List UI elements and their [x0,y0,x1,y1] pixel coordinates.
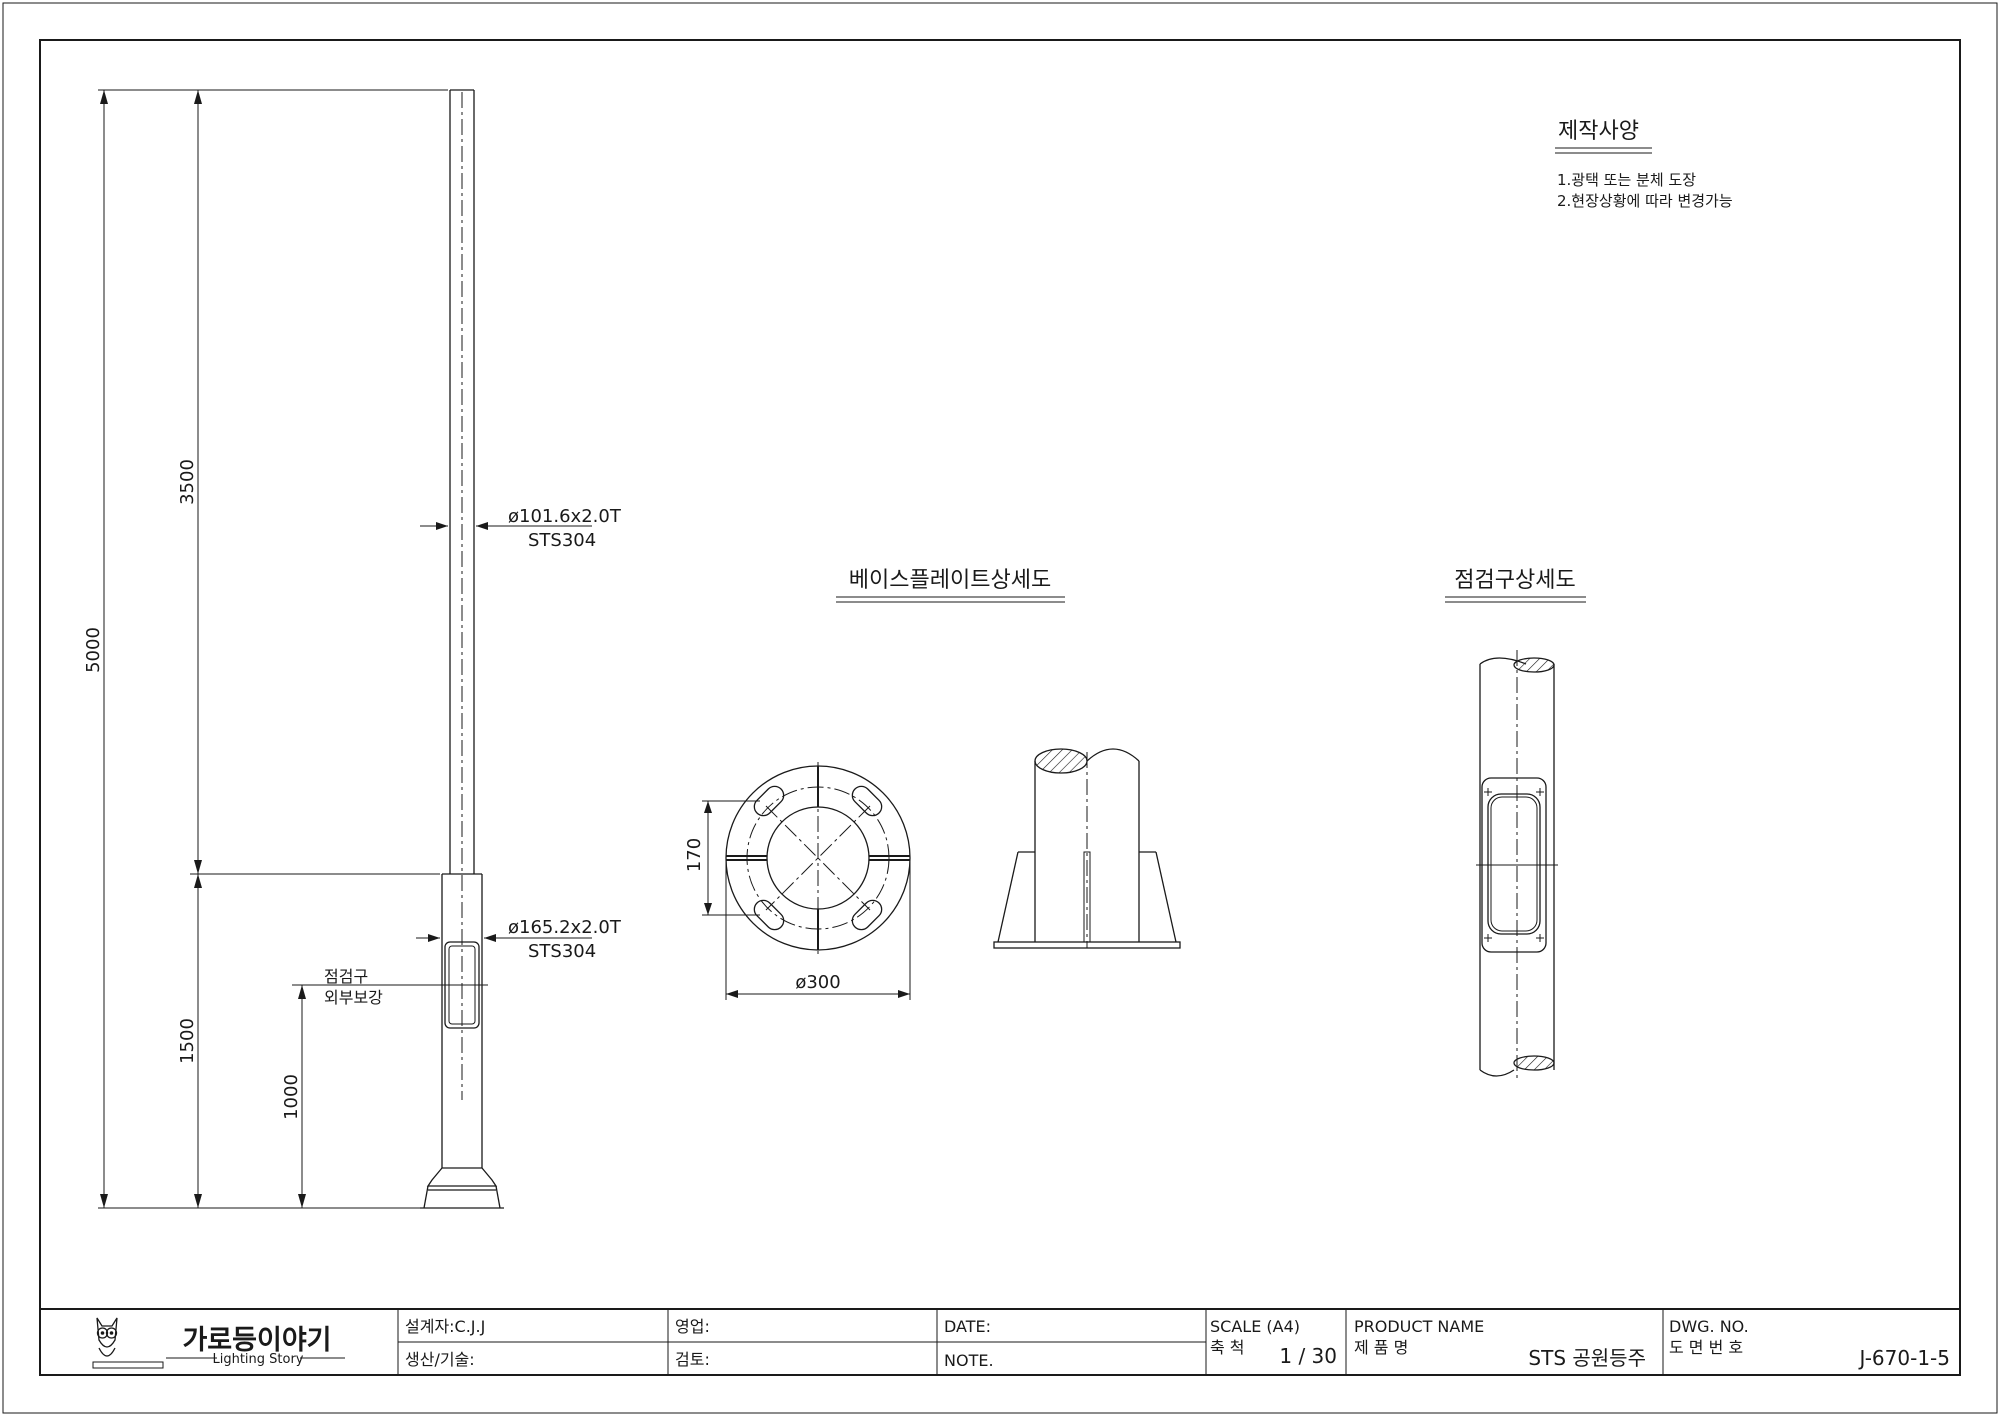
production-field: 생산/기술: [405,1350,475,1369]
base-plate-title: 베이스플레이트상세도 [849,568,1051,593]
lower-pipe-spec: ø165.2x2.0T [508,917,622,938]
product-label-kr: 제 품 명 [1354,1338,1408,1357]
date-field: DATE: [944,1317,991,1336]
dim-door-height: 1000 [281,1074,302,1120]
base-plate-detail: 베이스플레이트상세도 170 ø300 [684,568,1181,1000]
pole-elevation: 5000 3500 1500 1000 ø101.6x2.0T STS304 ø… [83,89,622,1209]
upper-pipe-spec: ø101.6x2.0T [508,506,622,527]
title-block: 가로등이야기 Lighting Story 설계자:C.J.J 생산/기술: 영… [40,1308,1960,1375]
dim-upper-height: 3500 [177,459,198,505]
dim-lower-height: 1500 [177,1018,198,1064]
door-detail-title: 점검구상세도 [1454,568,1575,593]
door-label-1: 점검구 [324,967,368,986]
sales-field: 영업: [675,1317,710,1336]
logo-name: 가로등이야기 [182,1325,331,1356]
spec-title: 제작사양 [1558,119,1639,144]
dwg-no-label: DWG. NO. [1669,1317,1749,1336]
lower-pipe-material: STS304 [528,941,596,962]
logo-sub: Lighting Story [212,1352,303,1367]
dim-bolt-spacing: 170 [684,838,705,872]
drawing-frame [39,39,1961,1376]
dim-plate-diameter: ø300 [795,972,840,993]
note-field: NOTE. [944,1351,994,1370]
scale-label-kr: 축 척 [1210,1338,1245,1357]
review-field: 검토: [675,1350,710,1369]
spec-item-1: 1.광택 또는 분체 도장 [1557,171,1696,189]
inspection-door-detail: 점검구상세도 [1445,568,1586,1082]
upper-pipe-material: STS304 [528,530,596,551]
scale-label: SCALE (A4) [1210,1317,1300,1336]
door-label-2: 외부보강 [324,988,383,1007]
dwg-no-value: J-670-1-5 [1858,1346,1950,1370]
dim-total-height: 5000 [83,627,104,673]
owl-logo-icon [92,1317,164,1369]
product-label: PRODUCT NAME [1354,1317,1484,1336]
spec-item-2: 2.현장상황에 따라 변경가능 [1557,192,1733,210]
spec-notes: 제작사양 1.광택 또는 분체 도장 2.현장상황에 따라 변경가능 [1555,119,1733,210]
scale-value: 1 / 30 [1279,1344,1337,1368]
designer-field: 설계자:C.J.J [405,1317,485,1336]
dwg-no-label-kr: 도 면 번 호 [1669,1338,1743,1357]
product-name: STS 공원등주 [1528,1346,1646,1370]
